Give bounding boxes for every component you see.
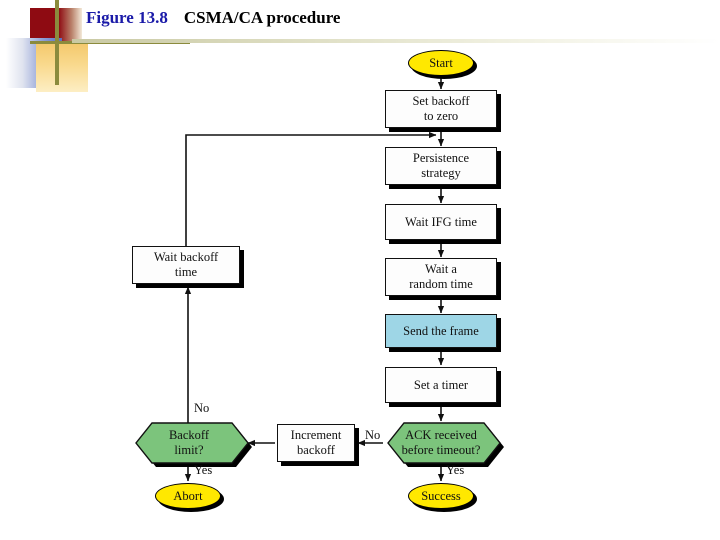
- node-abort[interactable]: Abort: [155, 483, 221, 509]
- header-decoration: [0, 0, 190, 110]
- node-start[interactable]: Start: [408, 50, 474, 76]
- node-increment-backoff[interactable]: Increment backoff: [277, 424, 355, 462]
- flowchart: Start Set backoff to zero Persistence st…: [0, 40, 720, 540]
- edge-label-ack-no: No: [365, 428, 381, 442]
- page-title: Figure 13.8 CSMA/CA procedure: [86, 8, 340, 28]
- node-backoff-limit-label: Backoff limit?: [168, 428, 210, 457]
- node-persistence-strategy[interactable]: Persistence strategy: [385, 147, 497, 185]
- node-wait-backoff-time[interactable]: Wait backoff time: [132, 246, 240, 284]
- node-success[interactable]: Success: [408, 483, 474, 509]
- node-backoff-limit-decision[interactable]: Backoff limit?: [131, 422, 252, 467]
- edge-label-ack-yes: Yes: [446, 463, 465, 477]
- header-rule: [72, 39, 720, 43]
- figure-number: Figure 13.8: [86, 8, 168, 27]
- node-wait-random-time[interactable]: Wait a random time: [385, 258, 497, 296]
- edge-label-backoff-yes: Yes: [194, 463, 213, 477]
- node-set-backoff-to-zero[interactable]: Set backoff to zero: [385, 90, 497, 128]
- flowchart-connectors: [184, 76, 445, 482]
- hexagon-shape: [135, 422, 252, 467]
- node-wait-ifg-time[interactable]: Wait IFG time: [385, 204, 497, 240]
- hexagon-shape: [387, 422, 504, 467]
- edge-label-backoff-no: No: [194, 401, 210, 415]
- node-send-the-frame[interactable]: Send the frame: [385, 314, 497, 348]
- node-set-a-timer[interactable]: Set a timer: [385, 367, 497, 403]
- node-ack-received-decision[interactable]: ACK received before timeout?: [383, 422, 504, 467]
- figure-caption: CSMA/CA procedure: [183, 8, 341, 27]
- deco-orange-square: [36, 42, 88, 92]
- node-ack-received-label: ACK received before timeout?: [401, 428, 481, 457]
